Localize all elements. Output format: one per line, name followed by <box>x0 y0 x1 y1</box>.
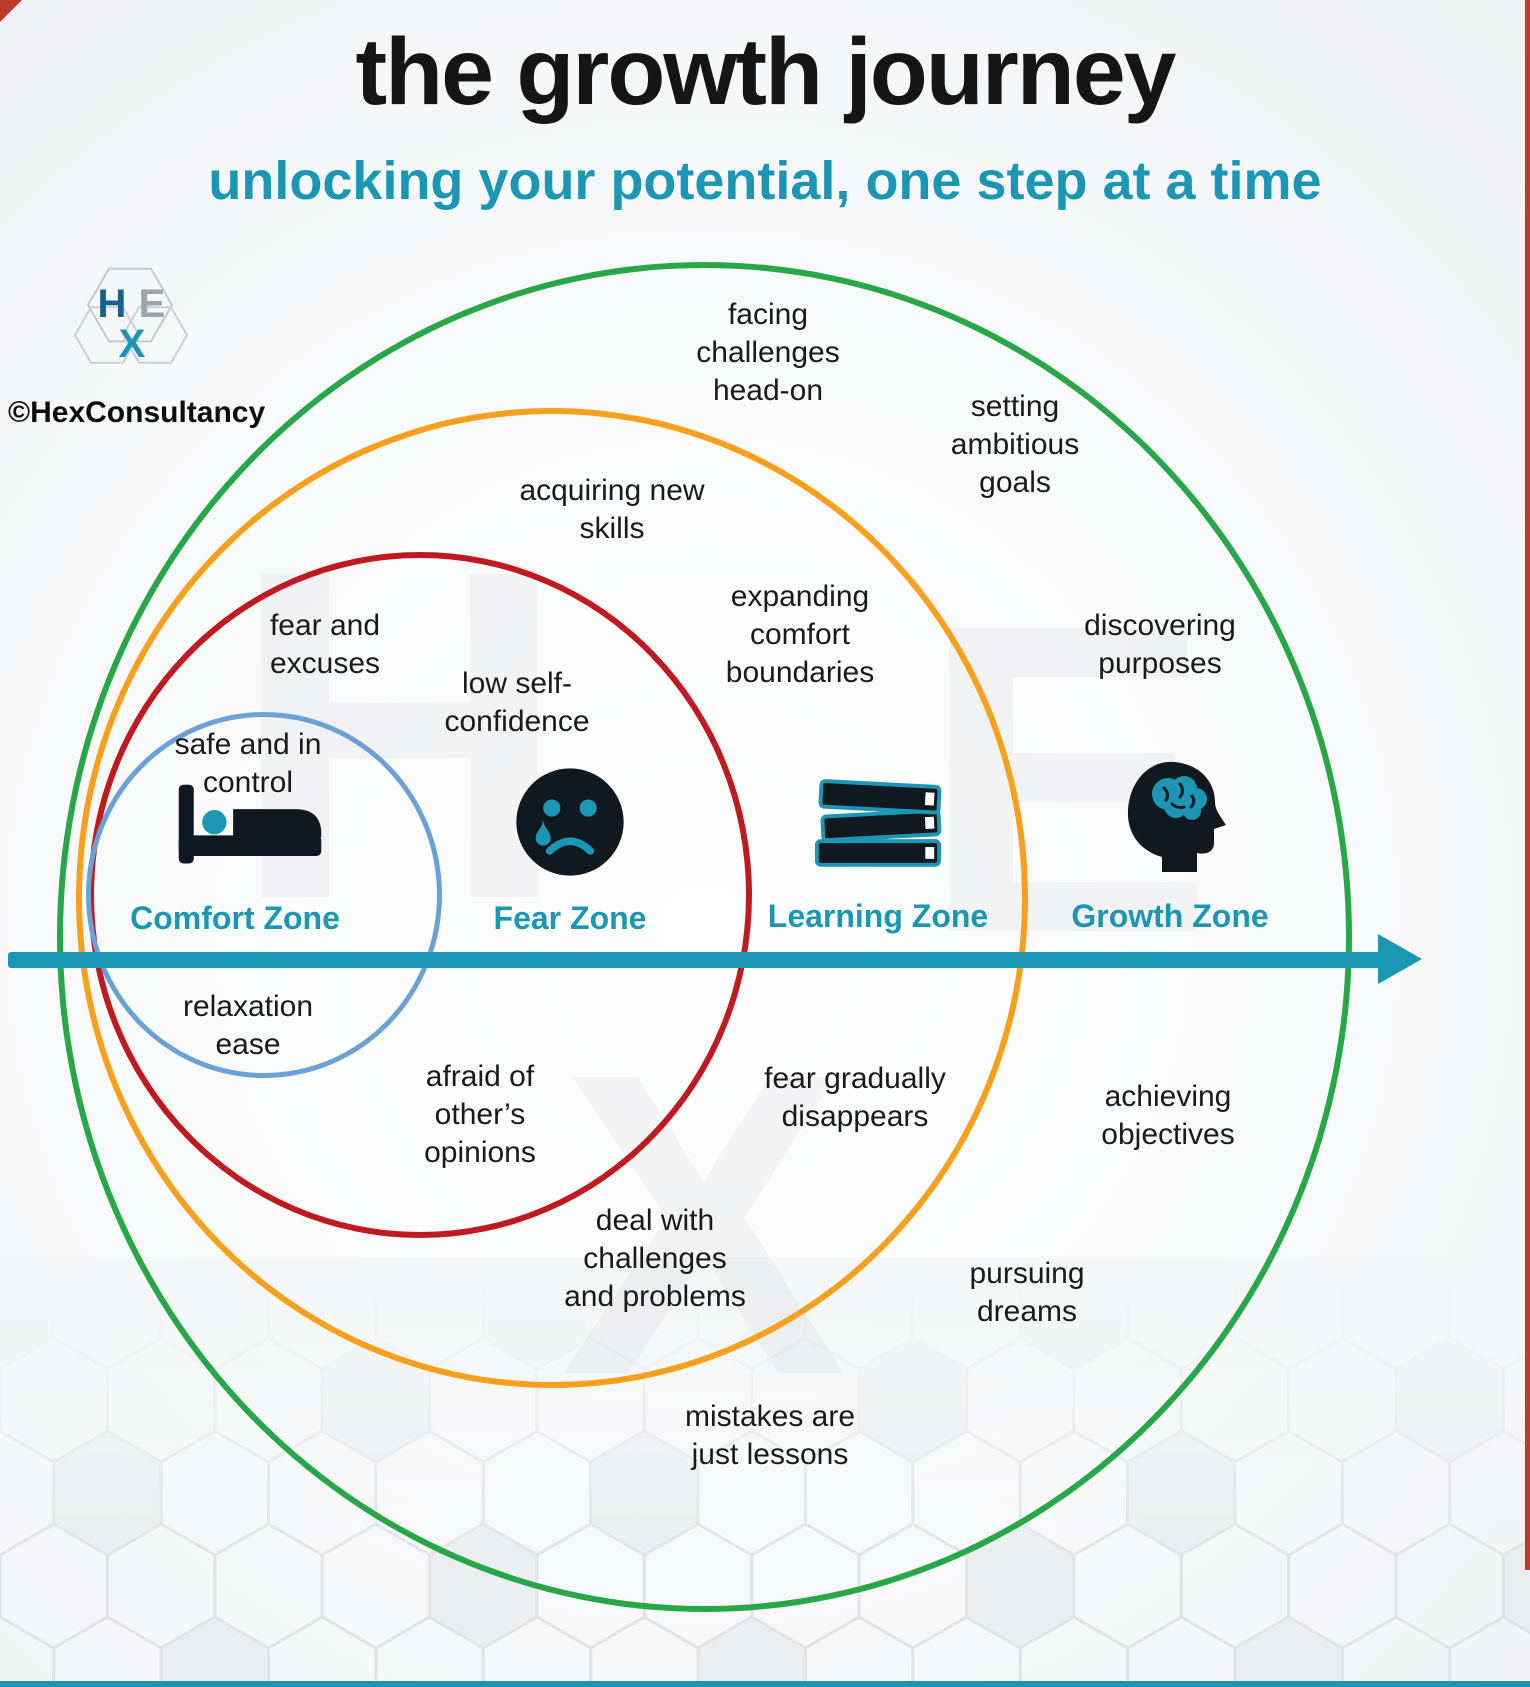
annotation-acquiring-skills: acquiring new skills <box>519 474 705 545</box>
annotation-fear-disappears: fear gradually disappears <box>764 1062 946 1133</box>
sad-face-icon <box>511 763 629 886</box>
logo-hexagon-outline <box>86 267 174 343</box>
growth-zone-label: Growth Zone <box>1071 898 1269 934</box>
copyright-credit: ©HexConsultancy <box>8 396 266 429</box>
annotation-expanding-boundaries: expanding comfort boundaries <box>725 580 875 689</box>
annotation-relaxation: relaxation ease <box>182 990 314 1061</box>
annotation-safe-control: safe and in control <box>174 728 322 799</box>
page-subtitle: unlocking your potential, one step at a … <box>208 151 1322 211</box>
bed-icon <box>175 780 325 875</box>
progress-axis-arrowhead <box>1378 934 1422 984</box>
hex-consultancy-logo: H E X <box>73 267 189 366</box>
books-icon <box>809 760 947 880</box>
annotation-mistakes-lessons: mistakes are just lessons <box>684 1400 856 1471</box>
right-edge-mark <box>1525 0 1530 1570</box>
logo-hexagon-outline <box>121 306 189 364</box>
annotation-discovering-purposes: discovering purposes <box>1084 609 1236 680</box>
logo-hexagon-outline <box>73 306 141 364</box>
bottom-edge-bar <box>0 1681 1530 1687</box>
annotation-afraid-opinions: afraid of other’s opinions <box>424 1060 536 1169</box>
learning-zone-label: Learning Zone <box>767 898 989 934</box>
logo-letter-h: H <box>98 282 127 326</box>
comfort-zone-circle <box>86 712 442 1078</box>
annotation-deal-challenges: deal with challenges and problems <box>564 1204 746 1313</box>
logo-letter-e: E <box>139 282 166 326</box>
top-left-edge-mark <box>0 0 22 22</box>
page-title: the growth journey <box>355 19 1177 125</box>
fear-zone-label: Fear Zone <box>493 900 647 936</box>
brain-head-icon <box>1112 756 1232 881</box>
annotation-facing-challenges: facing challenges head-on <box>696 298 840 407</box>
comfort-zone-label: Comfort Zone <box>130 900 340 936</box>
annotation-setting-goals: setting ambitious goals <box>950 390 1080 499</box>
annotation-pursuing-dreams: pursuing dreams <box>969 1257 1085 1328</box>
annotation-low-confidence: low self- confidence <box>444 667 590 738</box>
logo-letter-x: X <box>119 322 146 366</box>
annotation-fear-excuses: fear and excuses <box>269 609 381 680</box>
annotation-achieving-objectives: achieving objectives <box>1101 1080 1235 1151</box>
learning-zone-circle <box>76 408 1028 1388</box>
progress-axis-line <box>8 952 1383 968</box>
growth-zone-circle <box>57 262 1352 1612</box>
